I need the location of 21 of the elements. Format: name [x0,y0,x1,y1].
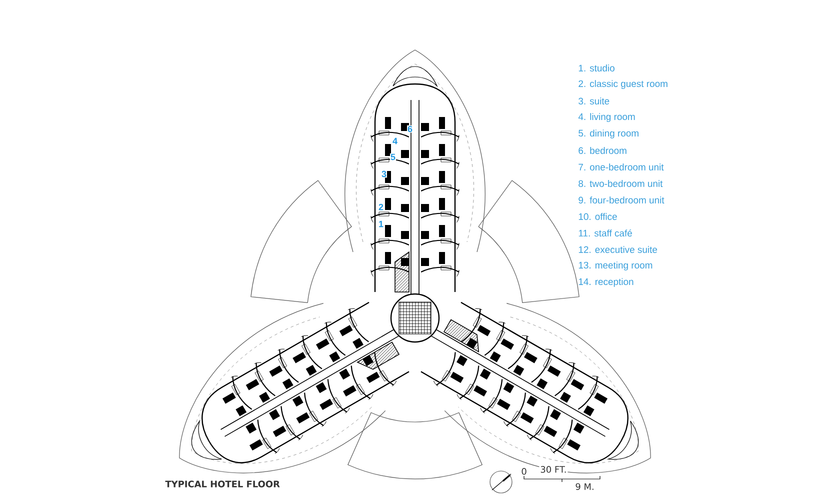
callout-number: 5 [390,153,396,161]
legend-item: 12. executive suite [578,246,658,253]
callout-number: 6 [407,125,413,133]
legend-item: 4. living room [578,113,635,122]
legend-item: 8. two-bedroom unit [578,180,663,187]
legend-item: 3. suite [578,98,610,104]
legend-item: 10. office [578,213,617,220]
legend-item: 11. staff café [578,229,632,237]
legend-item: 5. dining room [578,130,638,138]
scale-label: 30 FT. [539,465,568,474]
legend-item: 7. one-bedroom unit [578,164,664,170]
title: TYPICAL HOTEL FLOOR [165,480,280,488]
legend-item: 13. meeting room [578,262,652,270]
scale-label: 0 [522,468,526,475]
legend-item: 9. four-bedroom unit [578,196,664,204]
legend-item: 2. classic guest room [578,80,668,89]
legend-item: 1. studio [578,64,614,72]
scale-label: 9 M. [576,483,594,490]
callout-number: 4 [392,137,398,145]
legend-item: 14. reception [578,278,634,287]
legend-item: 6. bedroom [578,147,626,154]
